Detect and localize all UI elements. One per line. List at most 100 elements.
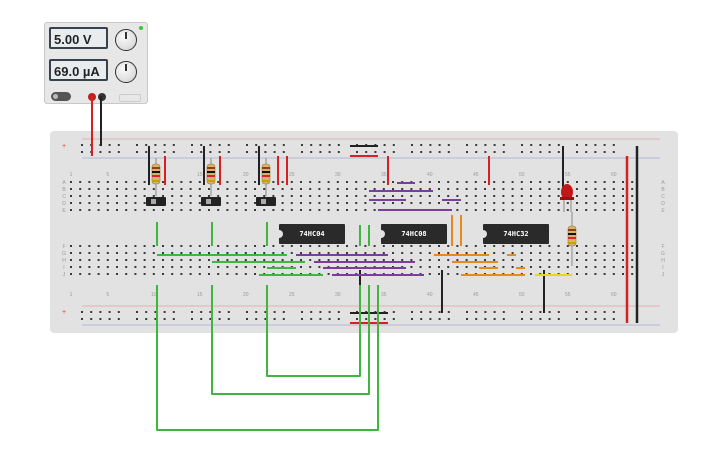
hole (355, 202, 358, 204)
hole (539, 259, 542, 261)
rail-hole (548, 144, 551, 146)
chip-74hc04[interactable]: 74HC04 (279, 224, 345, 244)
hole (235, 202, 238, 204)
hole (254, 245, 256, 247)
hole (465, 252, 468, 254)
hole (244, 245, 247, 247)
rail-hole (273, 318, 276, 320)
hole (318, 252, 321, 254)
hole (539, 181, 542, 183)
hole (336, 245, 339, 247)
hole (484, 188, 486, 190)
resistor-1-band (152, 171, 160, 173)
chip-74hc32[interactable]: 74HC32 (483, 224, 549, 244)
hole (548, 188, 551, 190)
hole (603, 273, 606, 275)
rail-hole (154, 144, 157, 146)
hole (622, 181, 624, 183)
rail-hole (136, 144, 138, 146)
hole (263, 252, 266, 254)
rail-hole (438, 151, 441, 153)
hole (152, 209, 155, 211)
hole (244, 181, 247, 183)
hole (622, 252, 624, 254)
hole (226, 266, 229, 268)
hole (548, 245, 551, 247)
hole (382, 245, 385, 247)
rail-hole (117, 144, 120, 146)
rail-hole (246, 311, 248, 313)
rail-hole (447, 144, 450, 146)
hole (180, 273, 183, 275)
rail-hole (255, 144, 258, 146)
row-letter: I (662, 265, 663, 271)
rail-hole (475, 311, 478, 313)
rail-hole (612, 311, 615, 313)
hole (548, 181, 551, 183)
hole (309, 252, 312, 254)
hole (125, 259, 128, 261)
hole (465, 245, 468, 247)
rail-hole (585, 311, 588, 313)
hole (355, 252, 358, 254)
rail-hole (319, 151, 322, 153)
current-knob[interactable] (115, 61, 137, 83)
hole (465, 181, 468, 183)
hole (162, 252, 164, 254)
hole (511, 209, 514, 211)
rail-hole (227, 144, 230, 146)
hole (208, 195, 210, 197)
hole (456, 195, 459, 197)
hole (300, 202, 302, 204)
hole (189, 202, 192, 204)
hole (180, 252, 183, 254)
rail-hole (200, 151, 203, 153)
resistor-2-band (207, 180, 215, 182)
hole (447, 245, 450, 247)
hole (162, 209, 164, 211)
hole (612, 245, 615, 247)
hole (603, 209, 606, 211)
power-switch[interactable] (51, 92, 71, 101)
slide-switch-3[interactable] (256, 197, 276, 206)
hole (116, 252, 118, 254)
hole (493, 202, 496, 204)
rail-hole (502, 144, 505, 146)
hole (143, 252, 146, 254)
hole (134, 188, 137, 190)
hole (594, 202, 597, 204)
hole (511, 195, 514, 197)
rail-hole (466, 311, 468, 313)
hole (428, 259, 431, 261)
rail-hole (200, 318, 203, 320)
hole (97, 202, 100, 204)
hole (447, 195, 450, 197)
hole (622, 273, 624, 275)
hole (226, 259, 229, 261)
chip-74hc08[interactable]: 74HC08 (381, 224, 447, 244)
rail-hole (475, 144, 478, 146)
column-number: 50 (519, 172, 525, 178)
hole (631, 209, 634, 211)
hole (576, 266, 578, 268)
hole (465, 202, 468, 204)
hole (336, 195, 339, 197)
hole (171, 181, 174, 183)
hole (79, 195, 82, 197)
row-letter: J (662, 272, 665, 278)
hole (79, 245, 82, 247)
hole (189, 181, 192, 183)
column-number: 15 (197, 292, 203, 298)
power-supply[interactable]: 5.00 V 69.0 µA (44, 22, 148, 104)
hole (143, 273, 146, 275)
rail-hole (319, 318, 322, 320)
slide-switch-2[interactable] (201, 197, 221, 206)
slide-switch-1[interactable] (146, 197, 166, 206)
hole (364, 259, 367, 261)
voltage-knob[interactable] (115, 29, 137, 51)
column-number: 1 (70, 292, 73, 298)
hole (272, 245, 275, 247)
hole (346, 188, 348, 190)
hole (622, 195, 624, 197)
